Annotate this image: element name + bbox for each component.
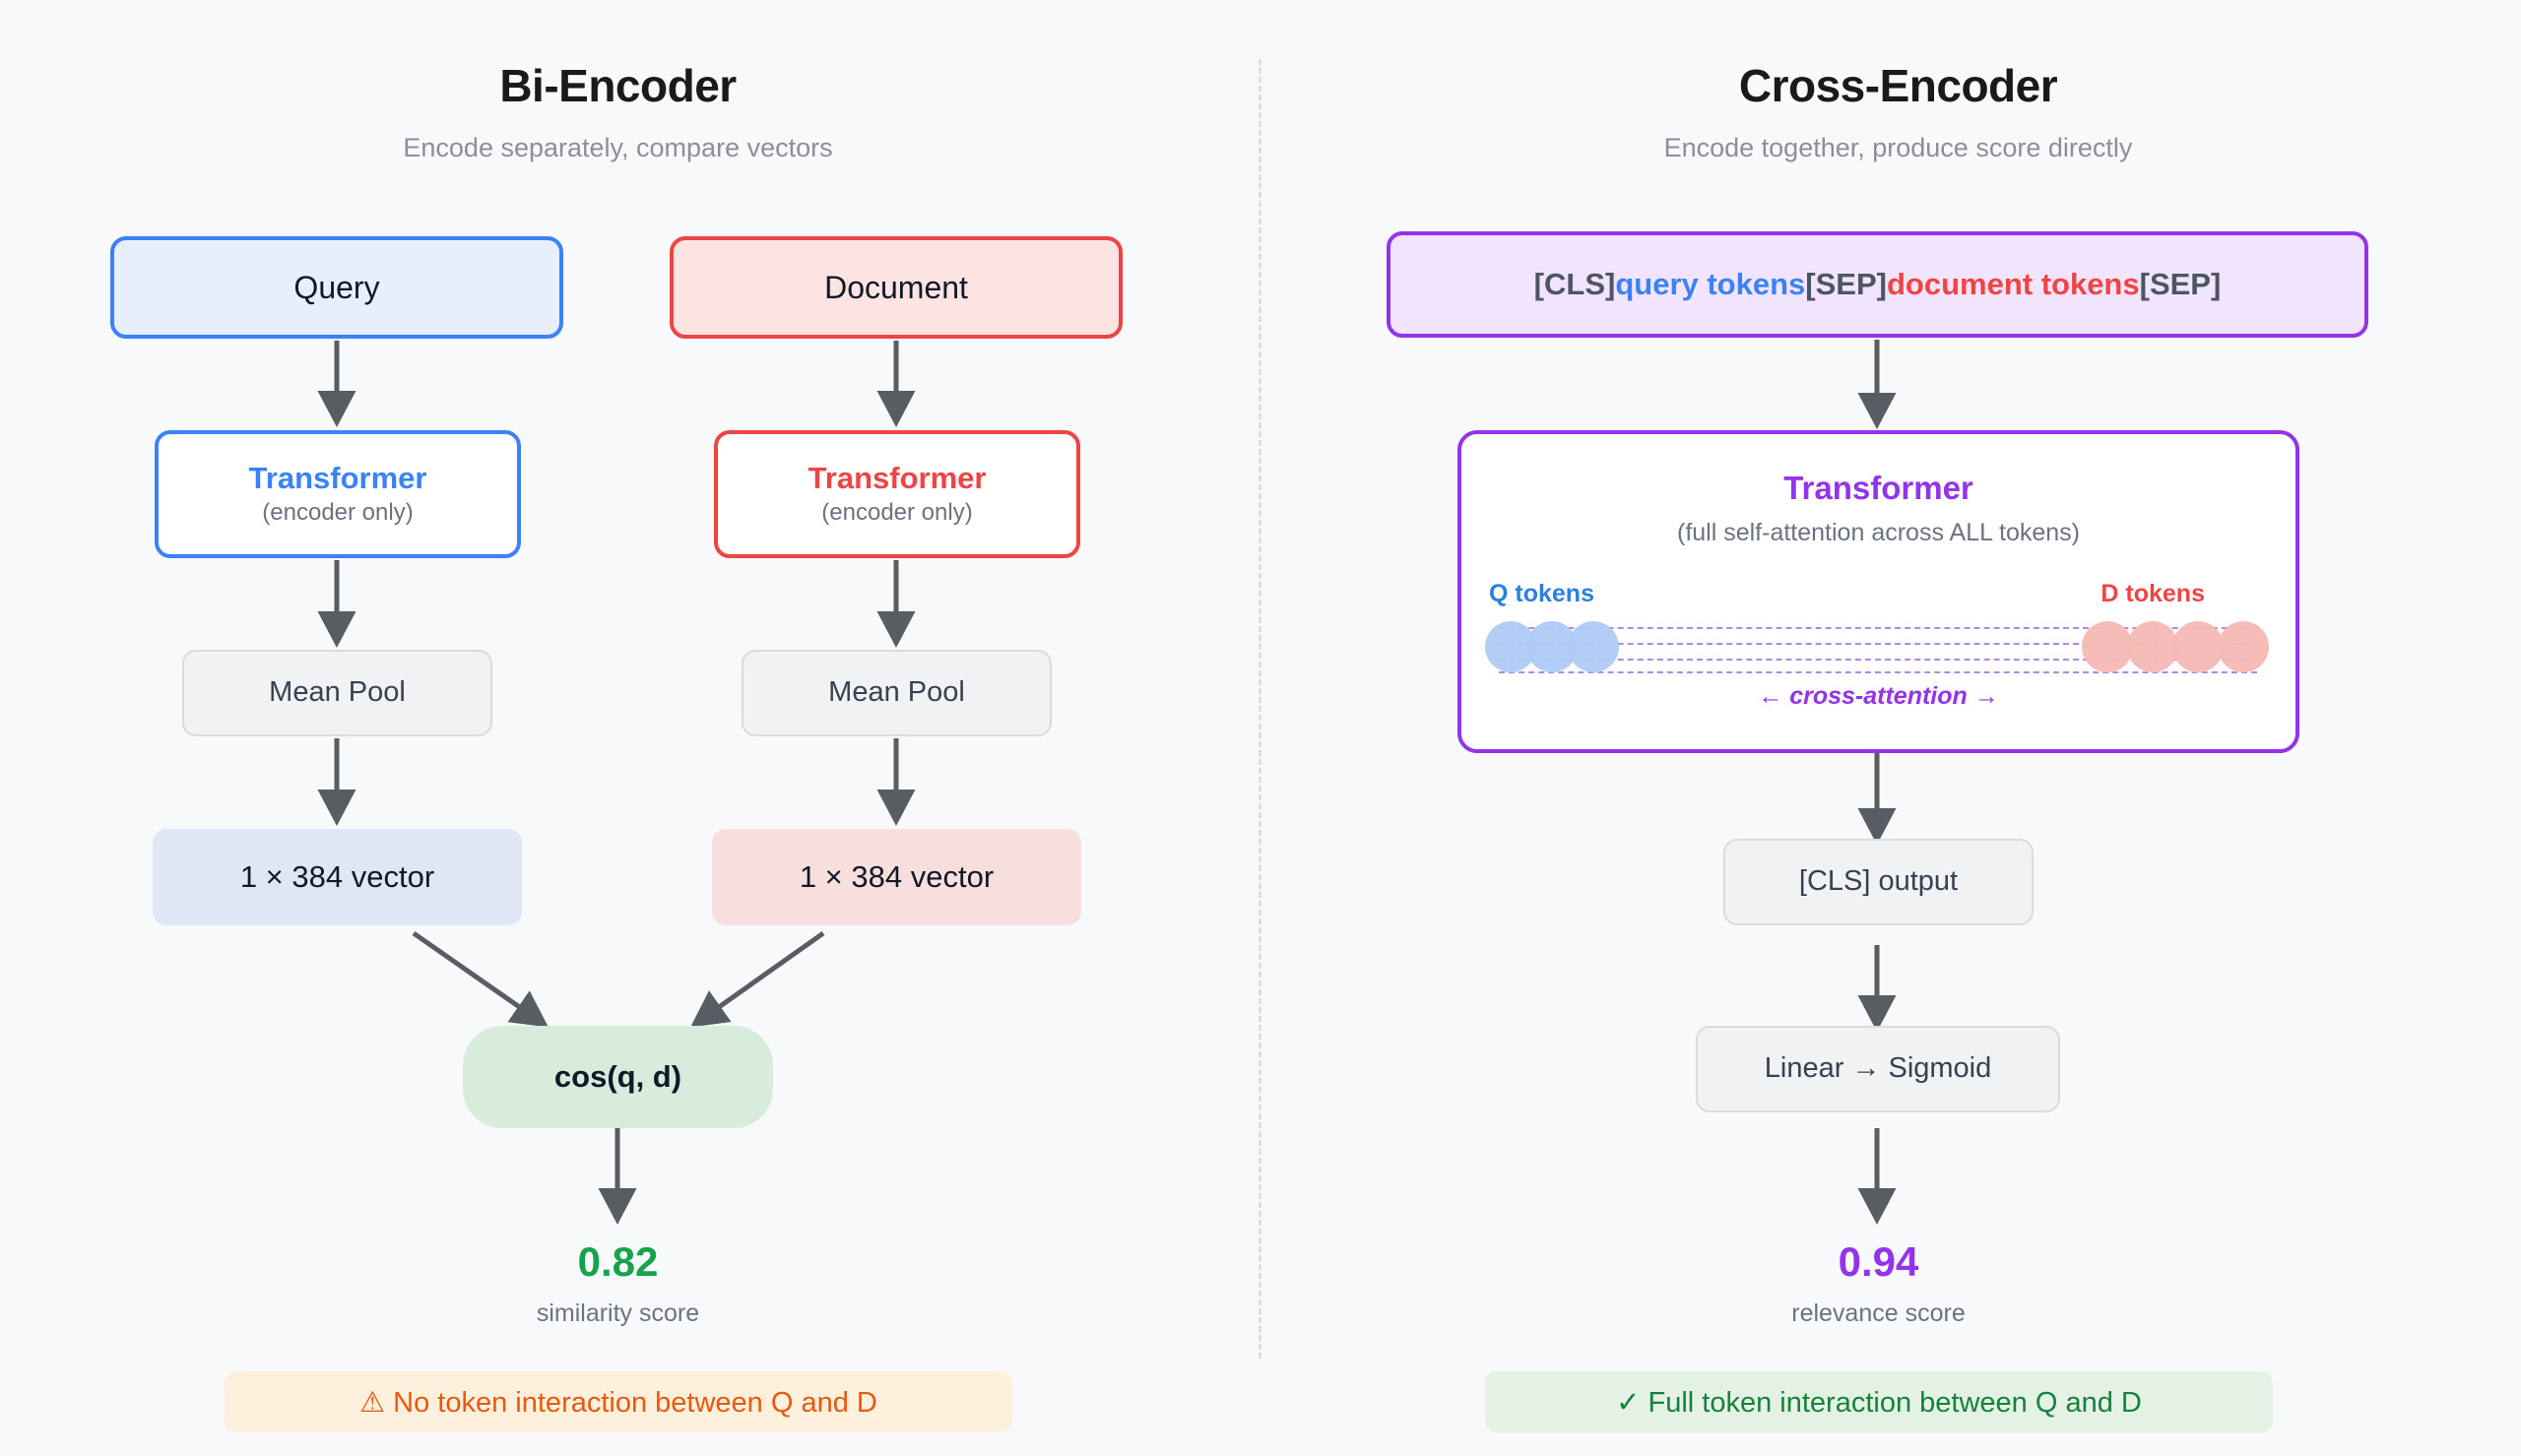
q-tokens-label: Q tokens bbox=[1489, 580, 1594, 607]
token-cls-open: [CLS] bbox=[1533, 267, 1616, 301]
token-query: query tokens bbox=[1615, 267, 1806, 301]
document-input-label: Document bbox=[824, 269, 968, 305]
cross-encoder-transformer-box[interactable]: Transformer (full self-attention across … bbox=[1457, 430, 2299, 753]
cross-attention-line bbox=[1499, 627, 2257, 629]
query-transformer-box[interactable]: Transformer (encoder only) bbox=[155, 430, 521, 558]
bi-encoder-subtitle: Encode separately, compare vectors bbox=[403, 133, 833, 162]
query-transformer-title: Transformer bbox=[248, 460, 427, 495]
cross-attention-line bbox=[1499, 643, 2257, 645]
d-token-circle bbox=[2172, 621, 2224, 672]
d-tokens-label: D tokens bbox=[2101, 580, 2205, 607]
cls-output-box[interactable]: [CLS] output bbox=[1723, 839, 2034, 925]
document-vector-box[interactable]: 1 × 384 vector bbox=[712, 829, 1081, 925]
relevance-score-label: relevance score bbox=[1791, 1299, 1966, 1327]
query-mean-pool-label: Mean Pool bbox=[269, 676, 406, 709]
cls-output-label: [CLS] output bbox=[1798, 865, 1959, 898]
document-transformer-box[interactable]: Transformer (encoder only) bbox=[714, 430, 1080, 558]
document-transformer-subtitle: (encoder only) bbox=[821, 499, 973, 527]
query-transformer-subtitle: (encoder only) bbox=[262, 499, 414, 527]
cosine-similarity-label: cos(q, d) bbox=[553, 1059, 682, 1095]
token-sep-last: [SEP] bbox=[2139, 267, 2222, 301]
similarity-score-label: similarity score bbox=[536, 1299, 700, 1327]
cross-encoder-transformer-title: Transformer bbox=[1783, 470, 1973, 506]
bi-encoder-title: Bi-Encoder bbox=[499, 60, 737, 111]
token-sep-first: [SEP] bbox=[1805, 267, 1887, 301]
document-mean-pool-label: Mean Pool bbox=[828, 676, 965, 709]
panel-divider bbox=[1259, 59, 1261, 1359]
query-vector-label: 1 × 384 vector bbox=[239, 859, 435, 895]
document-transformer-title: Transformer bbox=[808, 460, 987, 495]
query-input-label: Query bbox=[293, 269, 380, 305]
query-input-box[interactable]: Query bbox=[110, 236, 563, 339]
query-mean-pool-box[interactable]: Mean Pool bbox=[182, 650, 492, 736]
d-token-circle bbox=[2082, 621, 2133, 672]
cross-attention-line bbox=[1499, 671, 2257, 673]
cross-encoder-footer-badge: ✓ Full token interaction between Q and D bbox=[1485, 1371, 2273, 1432]
linear-sigmoid-label: Linear → Sigmoid bbox=[1764, 1052, 1992, 1085]
bi-encoder-footer-badge: ⚠ No token interaction between Q and D bbox=[225, 1371, 1012, 1432]
cross-attention-line bbox=[1499, 659, 2257, 661]
document-vector-label: 1 × 384 vector bbox=[799, 859, 995, 895]
d-token-circle bbox=[2127, 621, 2178, 672]
cross-encoder-transformer-subtitle: (full self-attention across ALL tokens) bbox=[1677, 519, 2080, 546]
q-token-circle bbox=[1568, 621, 1619, 672]
document-input-box[interactable]: Document bbox=[670, 236, 1123, 339]
cosine-similarity-box[interactable]: cos(q, d) bbox=[463, 1026, 773, 1128]
query-vector-box[interactable]: 1 × 384 vector bbox=[153, 829, 522, 925]
token-document: document tokens bbox=[1886, 267, 2140, 301]
document-mean-pool-box[interactable]: Mean Pool bbox=[742, 650, 1052, 736]
similarity-score-value: 0.82 bbox=[577, 1238, 659, 1285]
cross-encoder-title: Cross-Encoder bbox=[1738, 60, 2058, 111]
cross-encoder-subtitle: Encode together, produce score directly bbox=[1663, 133, 2133, 162]
cross-attention-label: ← cross-attention → bbox=[1758, 682, 1999, 710]
linear-sigmoid-box[interactable]: Linear → Sigmoid bbox=[1696, 1026, 2060, 1112]
d-token-circle bbox=[2218, 621, 2269, 672]
relevance-score-value: 0.94 bbox=[1838, 1238, 1919, 1285]
cross-encoder-input-box[interactable]: [CLS]query tokens[SEP]document tokens[SE… bbox=[1387, 231, 2368, 338]
